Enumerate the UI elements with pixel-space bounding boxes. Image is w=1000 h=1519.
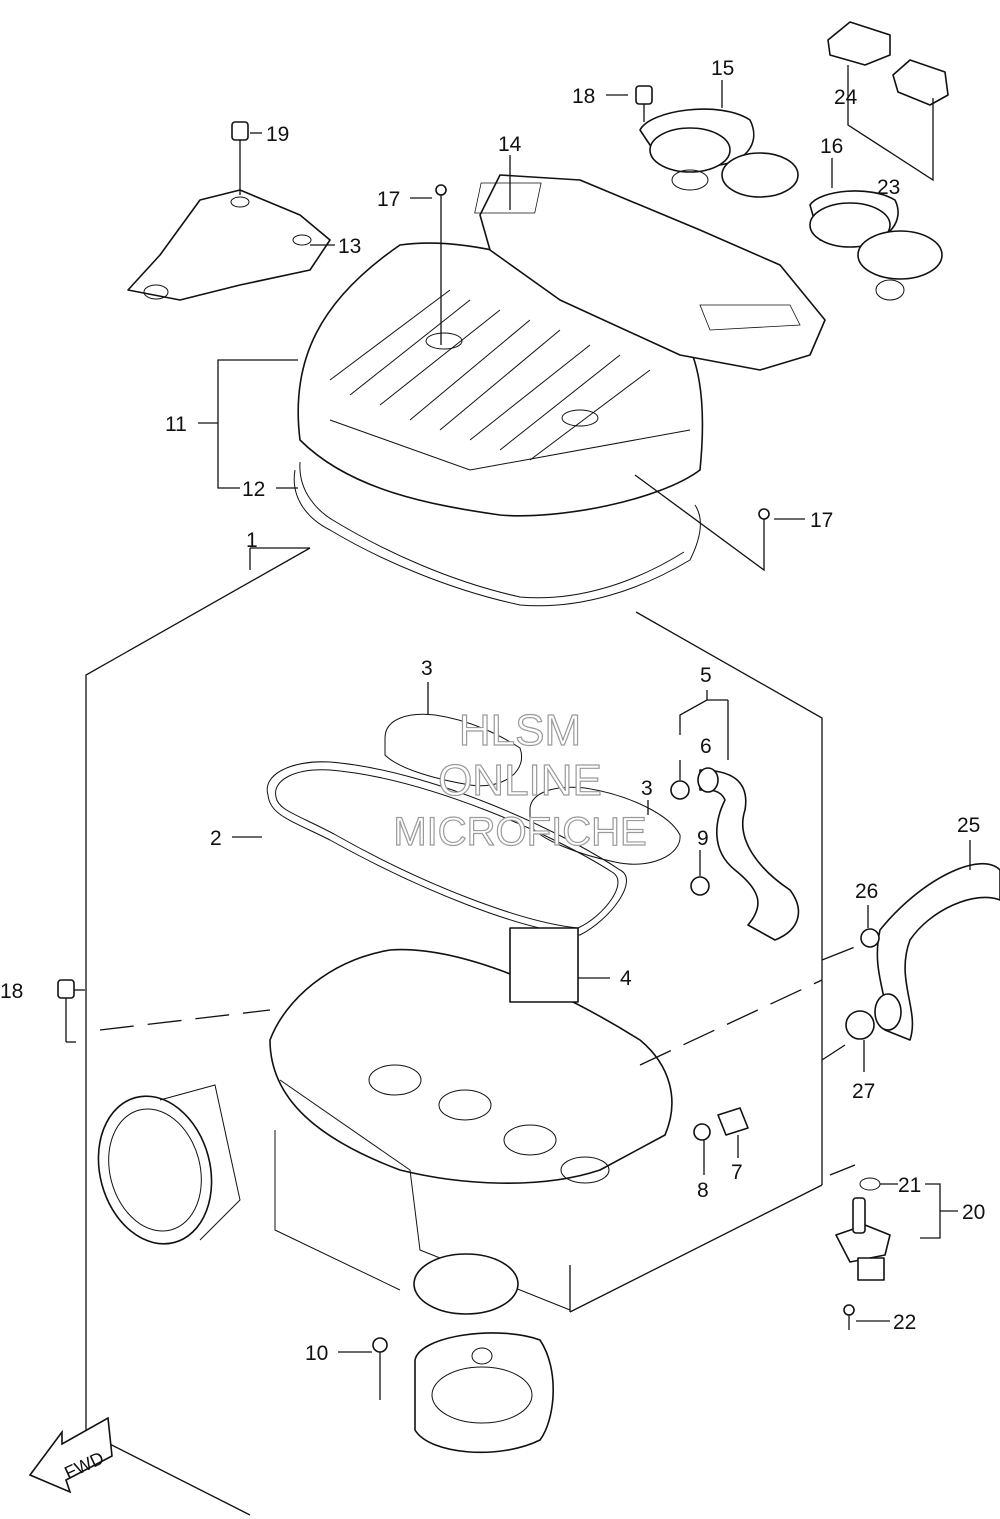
callout-18-top: 18	[572, 85, 595, 108]
callout-3-upper: 3	[421, 657, 433, 680]
callout-8: 8	[697, 1179, 709, 1202]
gasket-2-inner	[275, 769, 619, 929]
callout-12: 12	[242, 478, 265, 501]
watermark-line-3: MICROFICHE	[393, 810, 646, 854]
callout-labels: 1 2 3 3 4 5 6 7 8 9 10 11 12 13 14 15 16…	[0, 57, 985, 1365]
callout-2: 2	[210, 827, 222, 850]
callout-3-lower: 3	[641, 777, 653, 800]
callout-23: 23	[877, 176, 900, 199]
hose-5	[699, 769, 800, 941]
watermark-line-2: ONLINE	[438, 756, 602, 805]
callout-16: 16	[820, 135, 843, 158]
callout-15: 15	[711, 57, 734, 80]
hose-5-end	[697, 767, 719, 793]
callout-22: 22	[893, 1311, 916, 1334]
filter-element	[474, 174, 826, 371]
bolt-19	[231, 121, 249, 160]
callout-14: 14	[498, 133, 522, 156]
callout-11: 11	[165, 413, 187, 436]
clamp-9	[690, 876, 710, 896]
assembly-outline-box	[85, 547, 823, 1516]
callout-25: 25	[957, 814, 980, 837]
connector-23	[892, 59, 949, 106]
cap-7	[717, 1107, 749, 1136]
o-ring-21	[859, 1177, 881, 1191]
callout-26: 26	[855, 880, 878, 903]
screw-17-right	[758, 508, 770, 540]
screw-17-top	[435, 184, 447, 212]
callout-18-left: 18	[0, 980, 23, 1003]
bracket-13	[127, 189, 331, 301]
callout-9: 9	[697, 827, 709, 850]
cover-ribs	[329, 289, 651, 461]
bolt-18-top	[635, 85, 653, 122]
gasket-2	[266, 761, 627, 936]
watermark-line-1: HLSM	[459, 706, 581, 755]
callout-1: 1	[246, 529, 258, 552]
clamp-27	[845, 1010, 875, 1040]
funnel-15	[639, 108, 799, 198]
screw-22	[843, 1304, 855, 1330]
leader-lines	[65, 65, 971, 1353]
callout-17-right: 17	[810, 509, 833, 532]
callout-27: 27	[852, 1080, 875, 1103]
dashed-lines	[99, 944, 861, 1400]
hose-25-end	[874, 993, 902, 1031]
bolt-18-left	[57, 979, 75, 1018]
block-4	[509, 927, 579, 1003]
callout-4: 4	[620, 967, 632, 990]
callout-20: 20	[962, 1201, 985, 1224]
intake-duct-front	[97, 1084, 241, 1245]
fwd-arrow: FWD	[28, 1416, 113, 1494]
callout-19: 19	[266, 123, 289, 146]
callout-17-top: 17	[377, 188, 400, 211]
rivet-10	[372, 1337, 388, 1372]
cover-gasket	[293, 469, 701, 607]
funnel-16	[809, 190, 943, 301]
callout-13: 13	[338, 235, 361, 258]
watermark: HLSM ONLINE MICROFICHE	[393, 705, 648, 854]
callout-21: 21	[898, 1174, 921, 1197]
callout-7: 7	[731, 1161, 743, 1184]
connector-24	[827, 21, 891, 66]
sensor-20	[835, 1197, 891, 1281]
cover-gasket-inner	[299, 461, 685, 599]
callout-6: 6	[700, 735, 712, 758]
intake-duct-bottom	[413, 1253, 554, 1454]
clamp-8	[693, 1123, 711, 1141]
callout-24: 24	[834, 86, 858, 109]
gasket-3-left	[384, 713, 522, 787]
clamp-6	[670, 780, 690, 800]
callout-5: 5	[700, 664, 712, 687]
gasket-3-right	[529, 786, 681, 865]
clamp-26	[860, 928, 880, 948]
callout-10: 10	[305, 1342, 328, 1365]
